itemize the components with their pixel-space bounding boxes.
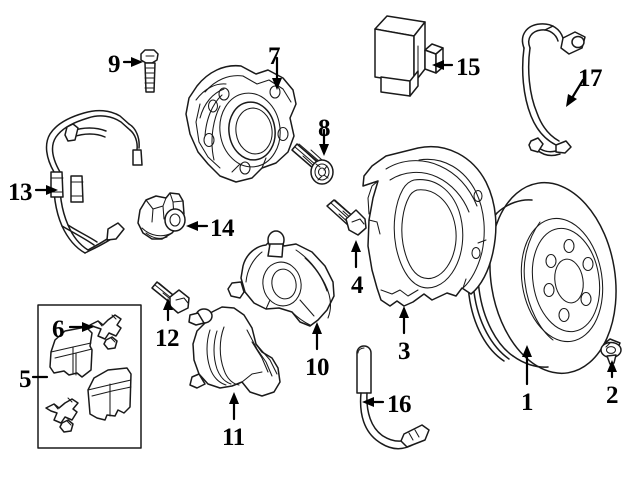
callout-9[interactable]: 9 <box>108 51 121 78</box>
part-parking-brake-actuator <box>137 192 186 240</box>
part-brake-splash-shield <box>362 146 497 307</box>
part-brake-pad-wear-sensor <box>356 345 430 450</box>
callout-14[interactable]: 14 <box>210 215 235 242</box>
callout-11[interactable]: 11 <box>222 424 245 451</box>
part-splash-shield-bolt <box>326 199 367 236</box>
callout-8[interactable]: 8 <box>318 115 331 142</box>
callout-5[interactable]: 5 <box>19 366 32 393</box>
part-brake-caliper <box>227 230 335 327</box>
part-brake-hose-line <box>45 109 143 254</box>
brake-pad-lower-right <box>87 367 132 421</box>
callout-2[interactable]: 2 <box>606 382 619 409</box>
part-sensor-mounting-bolt <box>140 49 159 93</box>
part-hub-mounting-bolt <box>291 143 334 185</box>
leader-lines <box>31 56 617 421</box>
pad-retaining-spring-bottom <box>45 397 79 433</box>
callout-4[interactable]: 4 <box>351 272 364 299</box>
callout-3[interactable]: 3 <box>398 338 411 365</box>
callout-13[interactable]: 13 <box>8 179 33 206</box>
callout-7[interactable]: 7 <box>268 43 281 70</box>
part-caliper-bracket-bolt <box>151 281 190 314</box>
callout-1[interactable]: 1 <box>521 389 534 416</box>
brake-pad-upper-left <box>49 326 93 378</box>
part-rotor-retaining-screw <box>600 338 622 365</box>
callout-6[interactable]: 6 <box>52 316 65 343</box>
callout-10[interactable]: 10 <box>305 354 330 381</box>
part-abs-wheel-speed-sensor <box>521 23 586 157</box>
part-wheel-hub-bearing <box>185 64 297 183</box>
callout-17[interactable]: 17 <box>578 65 603 92</box>
pad-retaining-spring-top <box>89 314 122 350</box>
callout-15[interactable]: 15 <box>456 54 481 81</box>
callout-12[interactable]: 12 <box>155 325 180 352</box>
part-caliper-mounting-bracket <box>188 306 281 397</box>
part-abs-control-module <box>374 15 444 97</box>
callout-16[interactable]: 16 <box>387 391 412 418</box>
